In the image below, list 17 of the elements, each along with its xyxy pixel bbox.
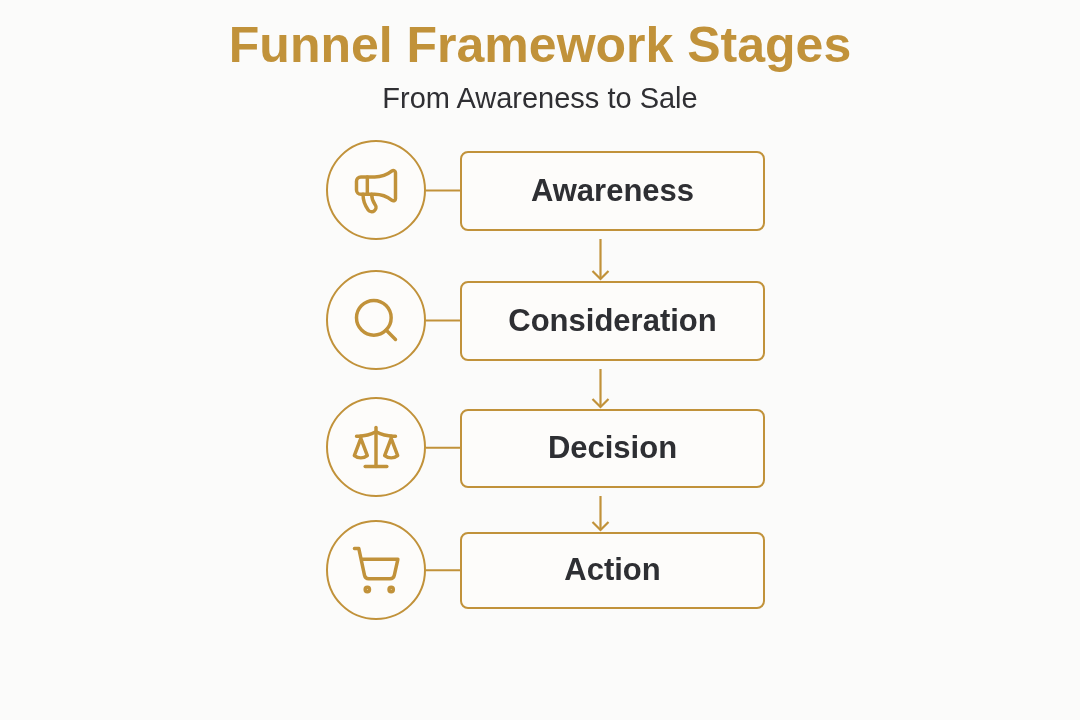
stage-label: Consideration xyxy=(508,301,717,340)
connector-line xyxy=(426,446,460,449)
connector-line xyxy=(426,189,460,192)
stage-label: Action xyxy=(564,551,661,590)
subtitle: From Awareness to Sale xyxy=(382,81,698,116)
stage-label: Decision xyxy=(547,429,678,468)
down-arrow xyxy=(591,239,610,281)
connector-line xyxy=(426,569,460,572)
stage-box xyxy=(460,409,765,488)
down-arrow xyxy=(591,369,610,409)
stage-label: Awareness xyxy=(530,171,695,210)
stage-box xyxy=(460,151,765,231)
title: Funnel Framework Stages xyxy=(228,16,852,75)
stage-box xyxy=(460,532,765,609)
stage-box xyxy=(460,281,765,361)
connector-line xyxy=(426,319,460,322)
down-arrow xyxy=(591,496,610,532)
